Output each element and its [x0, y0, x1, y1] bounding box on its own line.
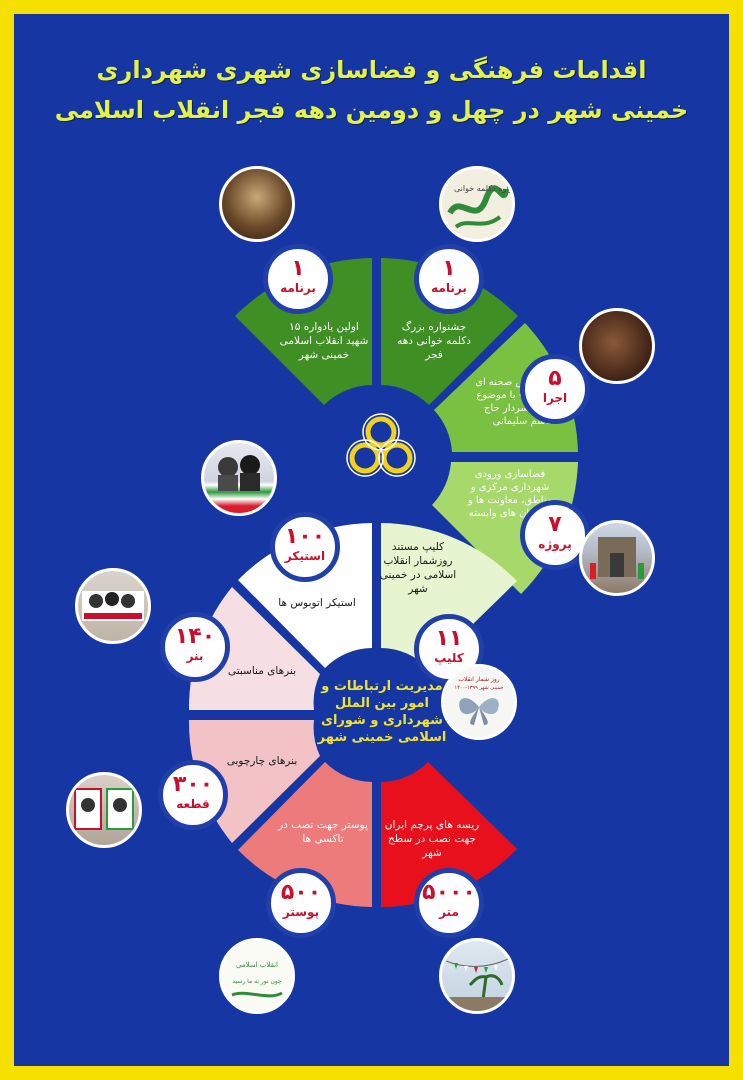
badge-value: ۵۰۰: [280, 880, 322, 905]
clip-caption-title: روز شمار انقلاب: [458, 676, 499, 683]
label-occasion-banners: بنرهای مناسبتی: [227, 665, 297, 677]
badge-unit: بنر: [186, 649, 204, 663]
calligraphy-caption: واره دکلمه خوانی: [454, 184, 512, 193]
badge-unit: قطعه: [176, 797, 210, 811]
badge-value: ۵۰۰۰: [422, 880, 476, 905]
segment-flag-strings: [381, 762, 517, 907]
photo-flag-strings: [439, 938, 515, 1014]
photo-frame-banners: [66, 772, 142, 848]
badge-unit: پروژه: [538, 537, 572, 551]
emblem-background: [335, 402, 427, 494]
trefoil-emblem-outline: [346, 413, 416, 477]
frame-banner-graphic: [74, 788, 134, 830]
center-organization: مدیریت ارتباطات و امور بین الملل شهرداری…: [317, 679, 447, 745]
flag-string-graphic: [442, 958, 512, 1011]
badge-unit: کلیپ: [434, 651, 464, 665]
photo-building-entrance: [579, 520, 655, 596]
photo-calligraphy: واره دکلمه خوانی: [439, 166, 515, 242]
photo-poster: انقلاب اسلامی چون نور به ما رسید: [219, 938, 295, 1014]
photo-leaders: [201, 440, 277, 516]
badge-unit: متر: [439, 905, 459, 919]
segment-occasion-banners: [188, 587, 320, 710]
badge-value: ۱۰۰: [284, 524, 326, 549]
label-bus-stickers: استیکر اتوبوس ها: [278, 597, 356, 609]
badge-value: ۱: [442, 256, 456, 281]
clip-graphic: روز شمار انقلاب خمینی شهر ۱۳۹۹-۱۴۰۰: [455, 676, 504, 725]
badge-unit: استیکر: [284, 549, 326, 563]
calligraphy-graphic: واره دکلمه خوانی: [447, 184, 512, 229]
label-flag-strings: ریسه های پرچم ایران جهت نصب در سطح شهر: [384, 819, 480, 859]
segment-posters: [238, 762, 372, 907]
photo-memorial-hall: [219, 166, 295, 242]
badge-unit: پوستر: [282, 905, 320, 919]
badge-value: ۱: [291, 256, 305, 281]
badge-unit: اجرا: [542, 391, 568, 405]
photo-clip-cover: روز شمار انقلاب خمینی شهر ۱۳۹۹-۱۴۰۰: [441, 664, 517, 740]
label-entrances: فضاسازی ورودی شهرداری مرکزی و مناطق، معا…: [467, 469, 553, 519]
label-posters: پوستر جهت نصب در تاکسی ها: [278, 819, 368, 845]
badge-unit: برنامه: [431, 281, 467, 295]
segment-clips: [381, 523, 517, 668]
badge-value: ۷: [548, 512, 562, 537]
entrance-graphic: [590, 537, 644, 579]
clip-caption-sub: خمینی شهر ۱۳۹۹-۱۴۰۰: [455, 685, 504, 691]
poster-caption-2: چون نور به ما رسید: [232, 978, 282, 985]
badge-value: ۱۴۰: [174, 624, 216, 649]
segment-festival: [381, 258, 518, 405]
label-memorial: اولین یادواره ۱۵ شهید انقلاب اسلامی خمین…: [279, 321, 369, 361]
badge-value: ۳۰۰: [172, 772, 214, 797]
label-clips: کلیپ مستند روزشمار انقلاب اسلامی در خمین…: [379, 541, 457, 595]
leaders-graphic: [218, 455, 260, 491]
poster-caption-1: انقلاب اسلامی: [236, 961, 278, 969]
label-frame-banners: بنرهای چارچوبی: [226, 755, 298, 767]
photo-theater: [579, 308, 655, 384]
photo-occasion-banner: [75, 568, 151, 644]
label-festival: جشنواره بزرگ دکلمه خوانی دهه فجر: [397, 321, 471, 361]
poster-graphic: انقلاب اسلامی چون نور به ما رسید: [231, 961, 283, 998]
banner-graphic: [82, 591, 144, 621]
badge-unit: برنامه: [280, 281, 316, 295]
title-line-1: اقدامات فرهنگی و فضاسازی شهری شهرداری: [96, 56, 647, 84]
badge-value: ۱۱: [435, 626, 463, 651]
title-line-2: خمینی شهر در چهل و دومین دهه فجر انقلاب …: [54, 96, 689, 124]
badge-value: ۵: [548, 366, 562, 391]
trefoil-emblem-icon: [349, 416, 413, 474]
